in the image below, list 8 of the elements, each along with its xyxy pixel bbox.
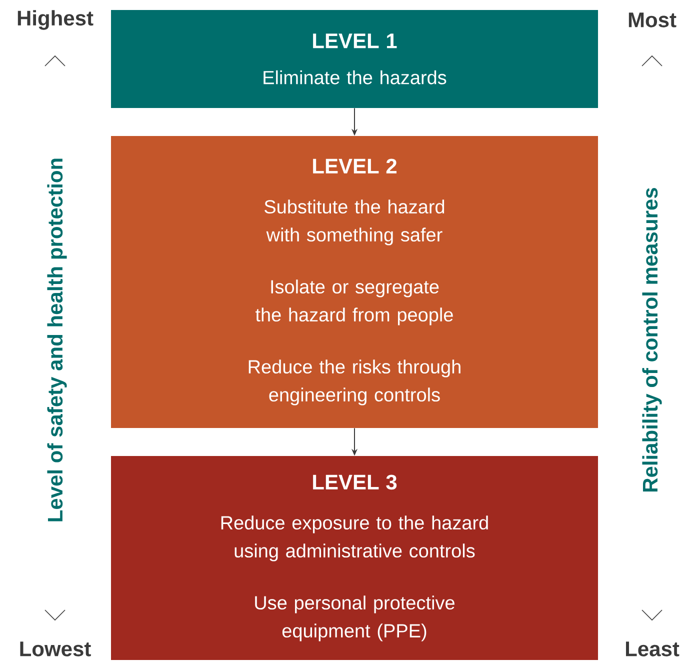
level-box: LEVEL 2 Substitute the hazard with something safer Isolate or segregate the hazard from people Reduce the risks through engineering controls <box>111 136 598 428</box>
end-label: Least <box>626 642 680 656</box>
end-label: Most <box>628 12 676 28</box>
level-box: LEVEL 1 Eliminate the hazards <box>111 10 598 108</box>
level-box: LEVEL 3 Reduce exposure to the hazard using administrative controls Use personal protective equipment (PPE) <box>111 456 598 660</box>
axis-label: Reliability of control measures <box>642 188 662 492</box>
axis-label: Level of safety and health protection <box>47 158 67 522</box>
end-label: Lowest <box>20 642 91 656</box>
